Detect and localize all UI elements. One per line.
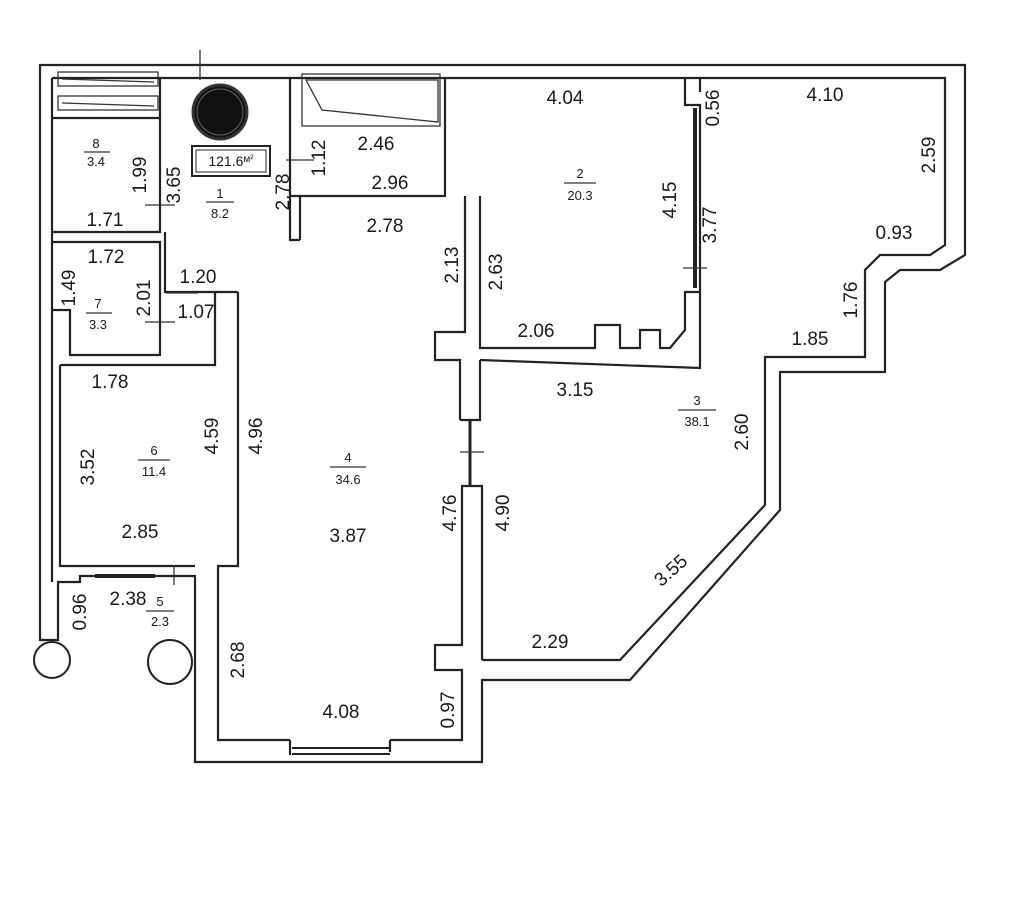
room-8-number: 8 (92, 136, 99, 151)
dimension: 1.07 (178, 302, 215, 323)
dimension: 4.76 (440, 495, 461, 532)
dimension: 3.52 (78, 449, 99, 486)
dimension: 0.97 (438, 692, 459, 729)
dimension: 4.96 (246, 418, 267, 455)
dimension: 2.63 (486, 254, 507, 291)
dimension: 2.78 (367, 216, 404, 237)
dimension: 2.46 (358, 134, 395, 155)
dimension: 1.20 (180, 267, 217, 288)
dimension: 2.01 (134, 280, 155, 317)
room-6-number: 6 (150, 443, 157, 458)
room-5-area: 2.3 (151, 614, 169, 629)
room-4-number: 4 (344, 450, 351, 465)
dimension: 4.10 (807, 85, 844, 106)
fixtures (33, 50, 707, 755)
room-5-number: 5 (156, 594, 163, 609)
dimension: 2.38 (110, 589, 147, 610)
dimension: 0.56 (703, 90, 724, 127)
dimension: 0.96 (70, 594, 91, 631)
riser-pipe-icon (191, 83, 249, 141)
room-1-number: 1 (216, 186, 223, 201)
dimension: 4.04 (547, 88, 584, 109)
room-7-area: 3.3 (89, 317, 107, 332)
room-6-area: 11.4 (142, 464, 166, 479)
dimension: 1.12 (309, 140, 330, 177)
dimension: 2.60 (732, 414, 753, 451)
walls (38, 63, 967, 764)
dimension: 3.87 (330, 526, 367, 547)
dimension: 1.99 (130, 157, 151, 194)
dimension: 3.65 (164, 167, 185, 204)
dimension: 4.59 (202, 418, 223, 455)
room-1-area: 8.2 (211, 206, 229, 221)
total-area-unit: м² (243, 154, 254, 165)
dimension: 0.93 (876, 223, 913, 244)
total-area-value: 121.6 (208, 153, 243, 169)
dimension: 2.29 (532, 632, 569, 653)
dimension: 1.71 (87, 210, 124, 231)
dimension: 1.85 (792, 329, 829, 350)
room-3-number: 3 (693, 393, 700, 408)
dimension: 2.96 (372, 173, 409, 194)
room-7-number: 7 (94, 296, 101, 311)
dimension: 2.59 (919, 137, 940, 174)
total-area-box: 121.6м² (191, 145, 271, 177)
svg-text:121.6м²: 121.6м² (208, 153, 254, 169)
dimension: 2.06 (518, 321, 555, 342)
dimension: 2.85 (122, 522, 159, 543)
dimension: 1.72 (88, 247, 125, 268)
dimension: 3.77 (700, 207, 721, 244)
dimension: 1.76 (841, 282, 862, 319)
dimension: 1.49 (59, 270, 80, 307)
dimension: 2.78 (273, 174, 294, 211)
column-right (147, 639, 193, 685)
room-3-area: 38.1 (684, 414, 709, 429)
dimension: 4.90 (493, 495, 514, 532)
dimension: 2.13 (442, 247, 463, 284)
dimension-labels: 4.04 0.56 4.10 2.46 1.12 2.59 2.96 2.78 … (59, 85, 940, 728)
column-left (33, 641, 71, 679)
room-labels: 8 3.4 1 8.2 2 20.3 3 38.1 4 34.6 5 2.3 6… (84, 136, 716, 629)
dimension: 1.78 (92, 372, 129, 393)
dimension: 4.15 (660, 182, 681, 219)
room-2-area: 20.3 (567, 188, 592, 203)
room-4-area: 34.6 (335, 472, 360, 487)
dimension: 2.68 (228, 642, 249, 679)
dimension: 4.08 (323, 702, 360, 723)
room-2-number: 2 (576, 166, 583, 181)
dimension: 3.55 (651, 551, 693, 591)
room-8-area: 3.4 (87, 154, 105, 169)
dimension: 3.15 (557, 380, 594, 401)
